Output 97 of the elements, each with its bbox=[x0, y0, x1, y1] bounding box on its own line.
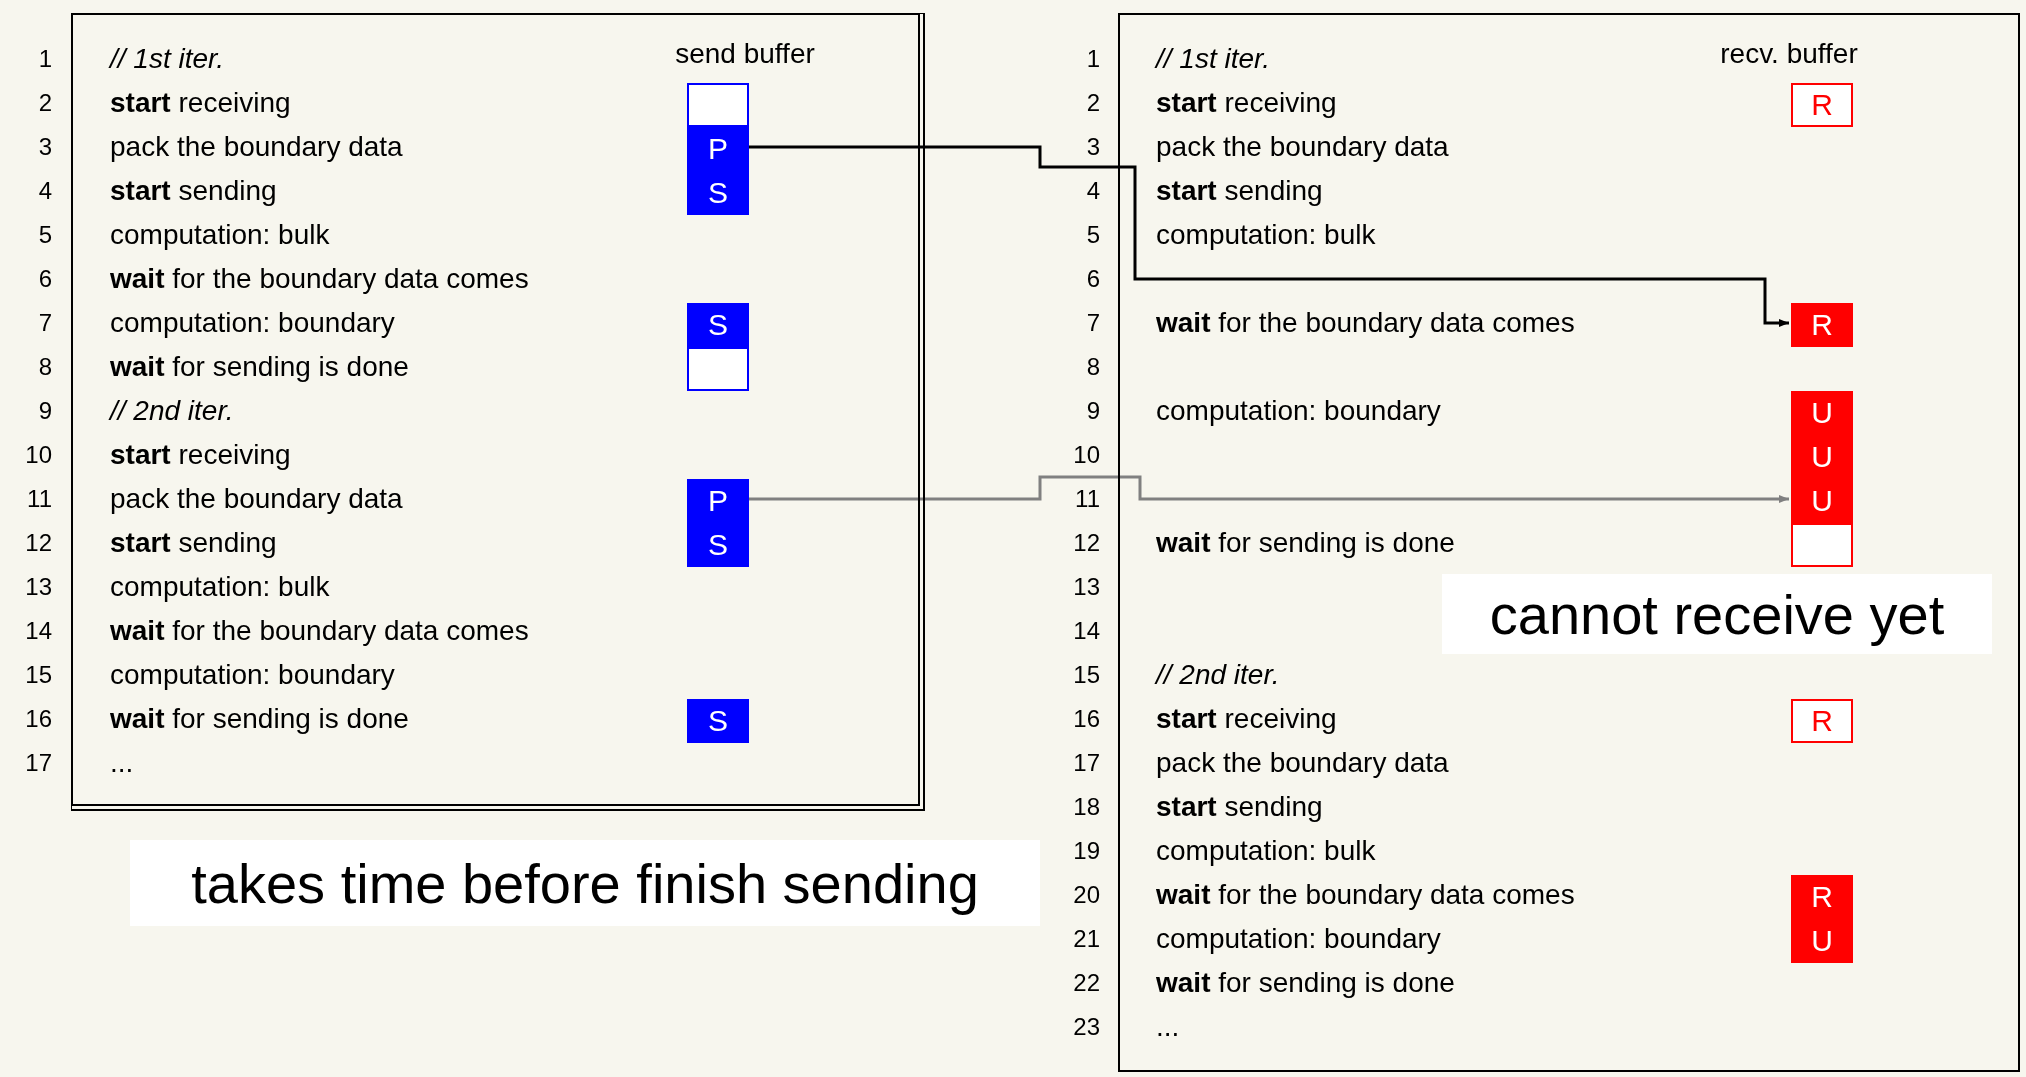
code-line: wait for sending is done bbox=[110, 350, 409, 384]
line-number: 9 bbox=[1085, 396, 1100, 426]
code-line: // 2nd iter. bbox=[110, 394, 234, 428]
buffer-slot: R bbox=[1791, 699, 1853, 743]
line-number: 23 bbox=[1072, 1012, 1100, 1042]
buffer-slot: P bbox=[687, 127, 749, 171]
code-line: wait for the boundary data comes bbox=[110, 262, 529, 296]
line-number: 8 bbox=[1085, 352, 1100, 382]
buffer-slot: U bbox=[1791, 919, 1853, 963]
code-line: // 1st iter. bbox=[1156, 42, 1271, 76]
line-number: 3 bbox=[37, 132, 52, 162]
code-line: start sending bbox=[1156, 174, 1323, 208]
code-line: computation: boundary bbox=[110, 658, 395, 692]
line-number: 7 bbox=[37, 308, 52, 338]
code-line: computation: boundary bbox=[1156, 922, 1441, 956]
line-number: 12 bbox=[24, 528, 52, 558]
code-line: start sending bbox=[110, 526, 277, 560]
code-line: pack the boundary data bbox=[1156, 746, 1449, 780]
code-line: computation: boundary bbox=[110, 306, 395, 340]
line-number: 10 bbox=[24, 440, 52, 470]
column-heading: send buffer bbox=[675, 37, 815, 71]
buffer-slot: U bbox=[1791, 479, 1853, 523]
line-number: 13 bbox=[24, 572, 52, 602]
code-line: wait for sending is done bbox=[1156, 526, 1455, 560]
buffer-slot bbox=[687, 347, 749, 391]
line-number: 20 bbox=[1072, 880, 1100, 910]
code-line: start receiving bbox=[110, 438, 291, 472]
code-line: ... bbox=[110, 746, 134, 780]
buffer-slot: P bbox=[687, 479, 749, 523]
code-line: start sending bbox=[110, 174, 277, 208]
code-line: ... bbox=[1156, 1010, 1180, 1044]
line-number: 10 bbox=[1072, 440, 1100, 470]
line-number: 14 bbox=[24, 616, 52, 646]
buffer-slot: U bbox=[1791, 391, 1853, 435]
line-number: 2 bbox=[37, 88, 52, 118]
code-line: wait for the boundary data comes bbox=[110, 614, 529, 648]
code-line: start receiving bbox=[1156, 86, 1337, 120]
line-number: 5 bbox=[1085, 220, 1100, 250]
code-line: // 2nd iter. bbox=[1156, 658, 1280, 692]
line-number: 11 bbox=[26, 484, 52, 514]
column-heading: recv. buffer bbox=[1720, 37, 1858, 71]
code-line: computation: bulk bbox=[1156, 218, 1376, 252]
code-line: wait for the boundary data comes bbox=[1156, 306, 1575, 340]
buffer-slot: S bbox=[687, 171, 749, 215]
line-number: 16 bbox=[24, 704, 52, 734]
buffer-slot: R bbox=[1791, 83, 1853, 127]
line-number: 19 bbox=[1072, 836, 1100, 866]
code-line: wait for sending is done bbox=[1156, 966, 1455, 1000]
code-line: computation: bulk bbox=[1156, 834, 1376, 868]
line-number: 15 bbox=[24, 660, 52, 690]
code-line: computation: bulk bbox=[110, 570, 330, 604]
code-line: wait for the boundary data comes bbox=[1156, 878, 1575, 912]
line-number: 6 bbox=[37, 264, 52, 294]
buffer-slot bbox=[687, 83, 749, 127]
line-number: 17 bbox=[24, 748, 52, 778]
buffer-slot: R bbox=[1791, 303, 1853, 347]
buffer-slot: S bbox=[687, 699, 749, 743]
line-number: 1 bbox=[1085, 44, 1100, 74]
code-line: start sending bbox=[1156, 790, 1323, 824]
callout-note: cannot receive yet bbox=[1442, 574, 1992, 654]
line-number: 9 bbox=[37, 396, 52, 426]
line-number: 16 bbox=[1072, 704, 1100, 734]
code-line: pack the boundary data bbox=[110, 482, 403, 516]
buffer-slot: S bbox=[687, 303, 749, 347]
line-number: 4 bbox=[37, 176, 52, 206]
code-panel bbox=[71, 13, 925, 811]
line-number: 17 bbox=[1072, 748, 1100, 778]
code-line: start receiving bbox=[110, 86, 291, 120]
line-number: 2 bbox=[1085, 88, 1100, 118]
line-number: 6 bbox=[1085, 264, 1100, 294]
code-line: computation: bulk bbox=[110, 218, 330, 252]
buffer-slot: U bbox=[1791, 435, 1853, 479]
line-number: 7 bbox=[1085, 308, 1100, 338]
line-number: 12 bbox=[1072, 528, 1100, 558]
buffer-slot: S bbox=[687, 523, 749, 567]
line-number: 13 bbox=[1072, 572, 1100, 602]
code-line: pack the boundary data bbox=[1156, 130, 1449, 164]
code-line: wait for sending is done bbox=[110, 702, 409, 736]
line-number: 14 bbox=[1072, 616, 1100, 646]
code-line: start receiving bbox=[1156, 702, 1337, 736]
code-line: computation: boundary bbox=[1156, 394, 1441, 428]
buffer-slot bbox=[1791, 523, 1853, 567]
line-number: 11 bbox=[1074, 484, 1100, 514]
line-number: 8 bbox=[37, 352, 52, 382]
line-number: 22 bbox=[1072, 968, 1100, 998]
line-number: 5 bbox=[37, 220, 52, 250]
line-number: 18 bbox=[1072, 792, 1100, 822]
line-number: 21 bbox=[1072, 924, 1100, 954]
code-panel bbox=[1118, 13, 2020, 1072]
line-number: 3 bbox=[1085, 132, 1100, 162]
buffer-slot: R bbox=[1791, 875, 1853, 919]
line-number: 1 bbox=[37, 44, 52, 74]
code-line: pack the boundary data bbox=[110, 130, 403, 164]
line-number: 15 bbox=[1072, 660, 1100, 690]
callout-note: takes time before finish sending bbox=[130, 840, 1040, 926]
code-line: // 1st iter. bbox=[110, 42, 225, 76]
line-number: 4 bbox=[1085, 176, 1100, 206]
